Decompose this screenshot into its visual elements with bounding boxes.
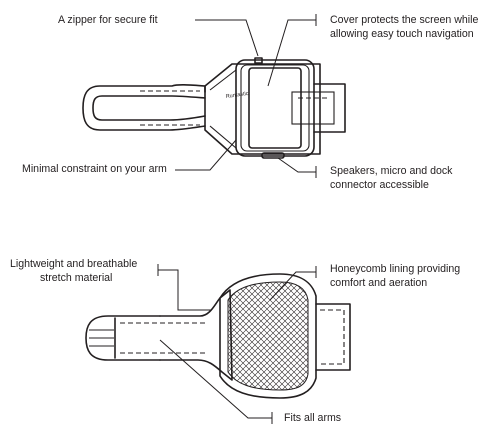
label-speakers-line1: Speakers, micro and dock <box>330 165 453 177</box>
front-view-leaders <box>175 14 317 178</box>
back-velcro-tab <box>315 303 351 371</box>
honeycomb-lining <box>227 281 309 391</box>
label-zipper: A zipper for secure fit <box>58 14 158 26</box>
zipper-pull <box>254 57 263 64</box>
back-pad-outline <box>219 273 317 399</box>
label-speakers-line2: connector accessible <box>330 179 429 191</box>
leader-zipper <box>195 19 259 57</box>
label-honeycomb-line1: Honeycomb lining providing <box>330 263 461 275</box>
label-fits: Fits all arms <box>284 412 342 424</box>
armband-front-view: Runtastic <box>82 57 346 159</box>
leader-constraint <box>175 139 237 171</box>
front-body-inner-lines <box>209 69 237 149</box>
brand-mark: Runtastic <box>225 91 249 100</box>
leader-speakers <box>277 157 316 173</box>
back-strap-end-texture <box>89 329 114 347</box>
label-cover-line2: allowing easy touch navigation <box>330 28 474 40</box>
back-view-leaders <box>157 264 317 424</box>
leader-lightweight <box>158 269 212 311</box>
back-strap-end <box>85 315 161 361</box>
back-strap <box>159 289 233 381</box>
phone-pocket <box>235 59 315 157</box>
front-velcro-tab <box>313 83 346 133</box>
label-lightweight-line1: Lightweight and breathable <box>10 258 138 270</box>
label-constraint: Minimal constraint on your arm <box>22 163 167 175</box>
armband-back-view <box>85 273 351 399</box>
back-velcro-stitch <box>320 309 345 365</box>
label-cover-line1: Cover protects the screen while <box>330 14 479 26</box>
front-body-outline <box>204 63 321 155</box>
front-strap-inner <box>92 95 206 121</box>
dock-connector-opening <box>261 152 285 159</box>
touch-screen-cover <box>248 67 302 149</box>
label-lightweight-line2: stretch material <box>40 272 113 284</box>
leader-fits <box>159 339 272 419</box>
front-velcro-panel <box>291 91 335 125</box>
phone-pocket-seam <box>240 64 310 152</box>
front-strap-loop <box>82 84 206 131</box>
leader-cover <box>267 19 316 87</box>
leader-honeycomb <box>269 271 316 301</box>
label-honeycomb-line2: comfort and aeration <box>330 277 428 289</box>
